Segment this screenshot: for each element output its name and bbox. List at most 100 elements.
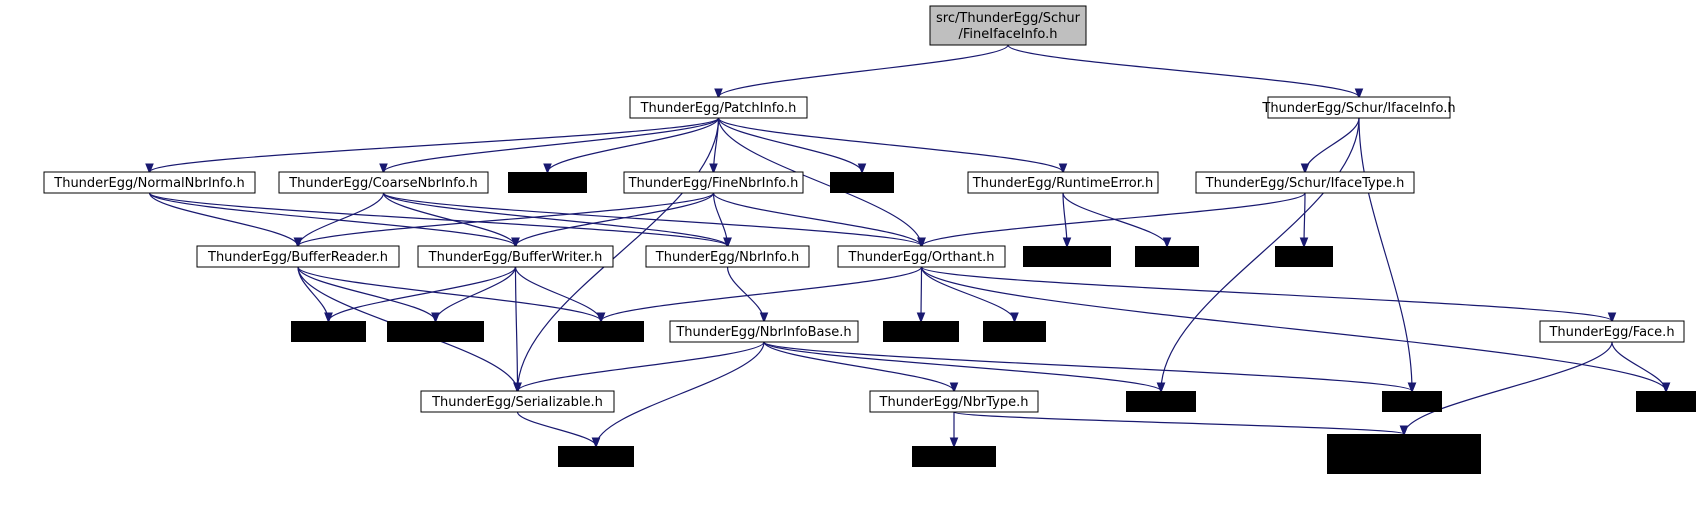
edge-bufferwriter-to-iostream [514, 266, 602, 321]
edge-orthant-to-iostream [601, 266, 923, 321]
edge-finenbr-to-bufferwriter [516, 192, 715, 246]
edge-coarsenbr-to-bufferreader [298, 192, 385, 246]
edge-nbrinfobase-to-serializable [518, 341, 765, 391]
node-root-label-0: src/ThunderEgg/Schur [936, 11, 1081, 26]
node-patchinfo[interactable]: ThunderEgg/PatchInfo.h [629, 96, 808, 119]
edge-ifaceinfo-to-ifacetype [1305, 117, 1360, 172]
edge-root-to-ifaceinfo [1007, 44, 1359, 97]
node-tuple-label-0: tuple [1287, 250, 1320, 265]
node-nbrtype[interactable]: ThunderEgg/NbrType.h [869, 390, 1039, 413]
node-finenbr-label-0: ThunderEgg/FineNbrInfo.h [628, 176, 799, 191]
node-serializable-box [420, 390, 615, 413]
edge-patchinfo-to-coarsenbr [384, 117, 720, 172]
nodes-layer: src/ThunderEgg/Schur/FineIfaceInfo.hThun… [43, 5, 1696, 474]
node-memory-box [558, 446, 634, 467]
node-ifaceinfo-label-0: ThunderEgg/Schur/IfaceInfo.h [1261, 101, 1455, 116]
node-root-label-1: /FineIfaceInfo.h [958, 27, 1057, 42]
node-nbrtype-box [869, 390, 1039, 413]
edge-bufferwriter-to-cstddef [329, 266, 517, 321]
edge-patchinfo-to-orthant [717, 117, 922, 246]
node-algorithm-box [508, 172, 587, 193]
edge-finenbr-to-bufferreader [298, 192, 715, 246]
node-runtimeerror-label-0: ThunderEgg/RuntimeError.h [972, 176, 1154, 191]
node-cstddef: cstddef [291, 321, 366, 342]
node-map: map [1382, 391, 1442, 412]
node-root[interactable]: src/ThunderEgg/Schur/FineIfaceInfo.h [929, 5, 1087, 46]
edge-serializable-to-memory [516, 411, 597, 446]
node-finenbr-box [623, 171, 804, 194]
edge-ifaceinfo-to-map [1358, 117, 1412, 391]
node-nbrinfo-label-0: ThunderEgg/NbrInfo.h [655, 250, 799, 265]
node-jsonfwd-box [1327, 434, 1481, 474]
node-array-label-0: array [1649, 395, 1683, 410]
edge-bufferreader-to-iostream [297, 266, 601, 321]
edge-finenbr-to-orthant [712, 192, 922, 246]
node-stdexcept: stdexcept [1023, 246, 1111, 267]
node-tuple-box [1275, 246, 1333, 267]
edge-patchinfo-to-normalnbr [150, 117, 720, 172]
edge-patchinfo-to-runtimeerror [717, 117, 1064, 172]
edge-bufferwriter-to-typetraits [436, 266, 517, 321]
node-algorithm: algorithm [508, 172, 587, 193]
node-numeric: numeric [883, 321, 959, 342]
node-cstddef-label-0: cstddef [304, 325, 353, 340]
node-patchinfo-label-0: ThunderEgg/PatchInfo.h [640, 101, 797, 116]
node-ostream-box [912, 446, 996, 467]
node-memory: memory [558, 446, 634, 467]
node-nbrinfobase-box [669, 320, 859, 343]
node-finenbr[interactable]: ThunderEgg/FineNbrInfo.h [623, 171, 804, 194]
node-ifaceinfo[interactable]: ThunderEgg/Schur/IfaceInfo.h [1261, 96, 1456, 119]
node-bufferreader[interactable]: ThunderEgg/BufferReader.h [196, 245, 400, 268]
node-orthant[interactable]: ThunderEgg/Orthant.h [837, 245, 1006, 268]
node-bufferwriter-box [417, 245, 614, 268]
node-string-label-0: string [1148, 250, 1185, 265]
edge-nbrinfo-to-nbrinfobase [726, 266, 765, 321]
node-deque-label-0: deque [1141, 395, 1182, 410]
node-runtimeerror[interactable]: ThunderEgg/RuntimeError.h [967, 171, 1159, 194]
edge-patchinfo-to-serializable [518, 117, 720, 391]
node-orthant-label-0: ThunderEgg/Orthant.h [848, 250, 995, 265]
edge-bufferreader-to-typetraits [297, 266, 436, 321]
node-deque-box [1126, 391, 1196, 412]
node-array: array [1636, 391, 1696, 412]
node-array-box [1636, 391, 1696, 412]
node-string-box [1135, 246, 1199, 267]
edge-root-to-patchinfo [719, 44, 1009, 97]
edge-runtimeerror-to-string [1062, 192, 1167, 246]
edge-bufferwriter-to-serializable [516, 266, 518, 391]
node-serializable[interactable]: ThunderEgg/Serializable.h [420, 390, 615, 413]
node-normalnbr-box [43, 171, 256, 194]
node-stdexcept-label-0: stdexcept [1035, 250, 1099, 265]
node-nbrinfobase-label-0: ThunderEgg/NbrInfoBase.h [675, 325, 851, 340]
edge-normalnbr-to-bufferwriter [148, 192, 516, 246]
node-ifaceinfo-box [1267, 96, 1451, 119]
node-numeric-box [883, 321, 959, 342]
node-vector: vector [983, 321, 1046, 342]
node-iostream-box [558, 321, 644, 342]
edge-face-to-array [1611, 341, 1666, 391]
edge-patchinfo-to-algorithm [548, 117, 720, 172]
edge-orthant-to-array [920, 266, 1667, 391]
node-nbrinfo[interactable]: ThunderEgg/NbrInfo.h [645, 245, 810, 268]
node-nbrinfobase[interactable]: ThunderEgg/NbrInfoBase.h [669, 320, 859, 343]
edge-nbrinfobase-to-memory [596, 341, 765, 446]
node-map-label-0: map [1398, 395, 1427, 410]
node-serializable-label-0: ThunderEgg/Serializable.h [431, 395, 603, 410]
node-vector-label-0: vector [994, 325, 1036, 340]
node-normalnbr[interactable]: ThunderEgg/NormalNbrInfo.h [43, 171, 256, 194]
node-cstddef-box [291, 321, 366, 342]
node-bufferwriter[interactable]: ThunderEgg/BufferWriter.h [417, 245, 614, 268]
node-face[interactable]: ThunderEgg/Face.h [1539, 320, 1685, 343]
node-bufferreader-box [196, 245, 400, 268]
node-ifacetype[interactable]: ThunderEgg/Schur/IfaceType.h [1195, 171, 1415, 194]
node-iostream-label-0: iostream [572, 325, 629, 340]
node-vector-box [983, 321, 1046, 342]
edge-normalnbr-to-nbrinfo [148, 192, 728, 246]
edge-orthant-to-vector [920, 266, 1015, 321]
node-face-box [1539, 320, 1685, 343]
node-iostream: iostream [558, 321, 644, 342]
edge-ifacetype-to-tuple [1304, 192, 1305, 246]
node-coarsenbr[interactable]: ThunderEgg/CoarseNbrInfo.h [278, 171, 489, 194]
node-algorithm-label-0: algorithm [516, 176, 579, 191]
edge-ifaceinfo-to-deque [1161, 117, 1360, 391]
